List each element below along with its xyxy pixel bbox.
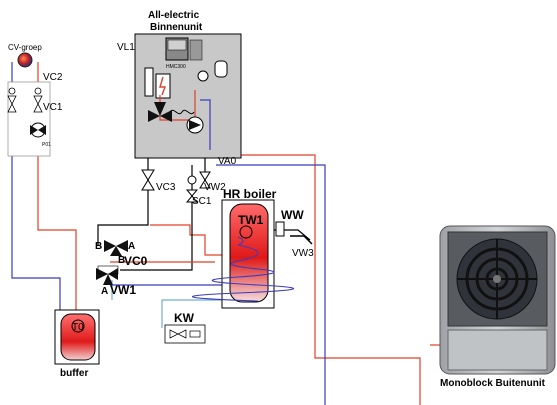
- valve-b-label: B: [95, 241, 102, 252]
- vc0-valve: [104, 240, 128, 256]
- hr-boiler: [192, 199, 294, 309]
- buffer-label: buffer: [60, 368, 88, 379]
- vc1-valve: [33, 87, 43, 113]
- pump-p01-label: P01: [42, 142, 51, 148]
- controller-label: HMC300: [166, 64, 186, 70]
- ww-label: WW: [281, 208, 304, 222]
- buffer-tank: [54, 309, 100, 365]
- indoor-unit-title-line1: All-electric: [148, 10, 200, 21]
- cv-group-label: CV-groep: [8, 43, 42, 52]
- valve-a-bottom-label: A: [101, 286, 108, 297]
- indoor-unit-title-line2: Binnenunit: [150, 22, 203, 33]
- sc1-valve: [185, 175, 199, 203]
- vw1-label: VW1: [110, 283, 136, 297]
- vc2-label: VC2: [43, 72, 63, 83]
- t0-label: T0: [72, 322, 84, 333]
- tw1-label: TW1: [238, 213, 264, 227]
- valve-a-label: A: [128, 241, 135, 252]
- vc3-valve: [141, 169, 155, 191]
- valve-b-bottom-label: B: [118, 255, 125, 266]
- vw3-label: VW3: [292, 248, 314, 259]
- vc0-label: VC0: [124, 254, 148, 268]
- vc1-label: VC1: [43, 102, 63, 113]
- vw1-valve: [96, 265, 119, 285]
- outdoor-unit-label: Monoblock Buitenunit: [440, 378, 546, 389]
- vl1-label: VL1: [117, 42, 135, 53]
- indoor-unit: HMC300: [134, 33, 242, 159]
- sc1-label: SC1: [192, 196, 212, 207]
- va0-label: VA0: [218, 156, 237, 167]
- vw2-valve: [199, 171, 211, 189]
- cv-valve-left: [7, 87, 17, 113]
- hr-boiler-label: HR boiler: [223, 187, 277, 201]
- ww-tap: [275, 221, 313, 245]
- vc3-label: VC3: [156, 182, 176, 193]
- kw-inlet-group: [164, 324, 206, 344]
- cv-group: [7, 52, 51, 157]
- vw2-label: VW2: [204, 182, 226, 193]
- outdoor-unit: [439, 225, 556, 375]
- kw-label: KW: [174, 311, 195, 325]
